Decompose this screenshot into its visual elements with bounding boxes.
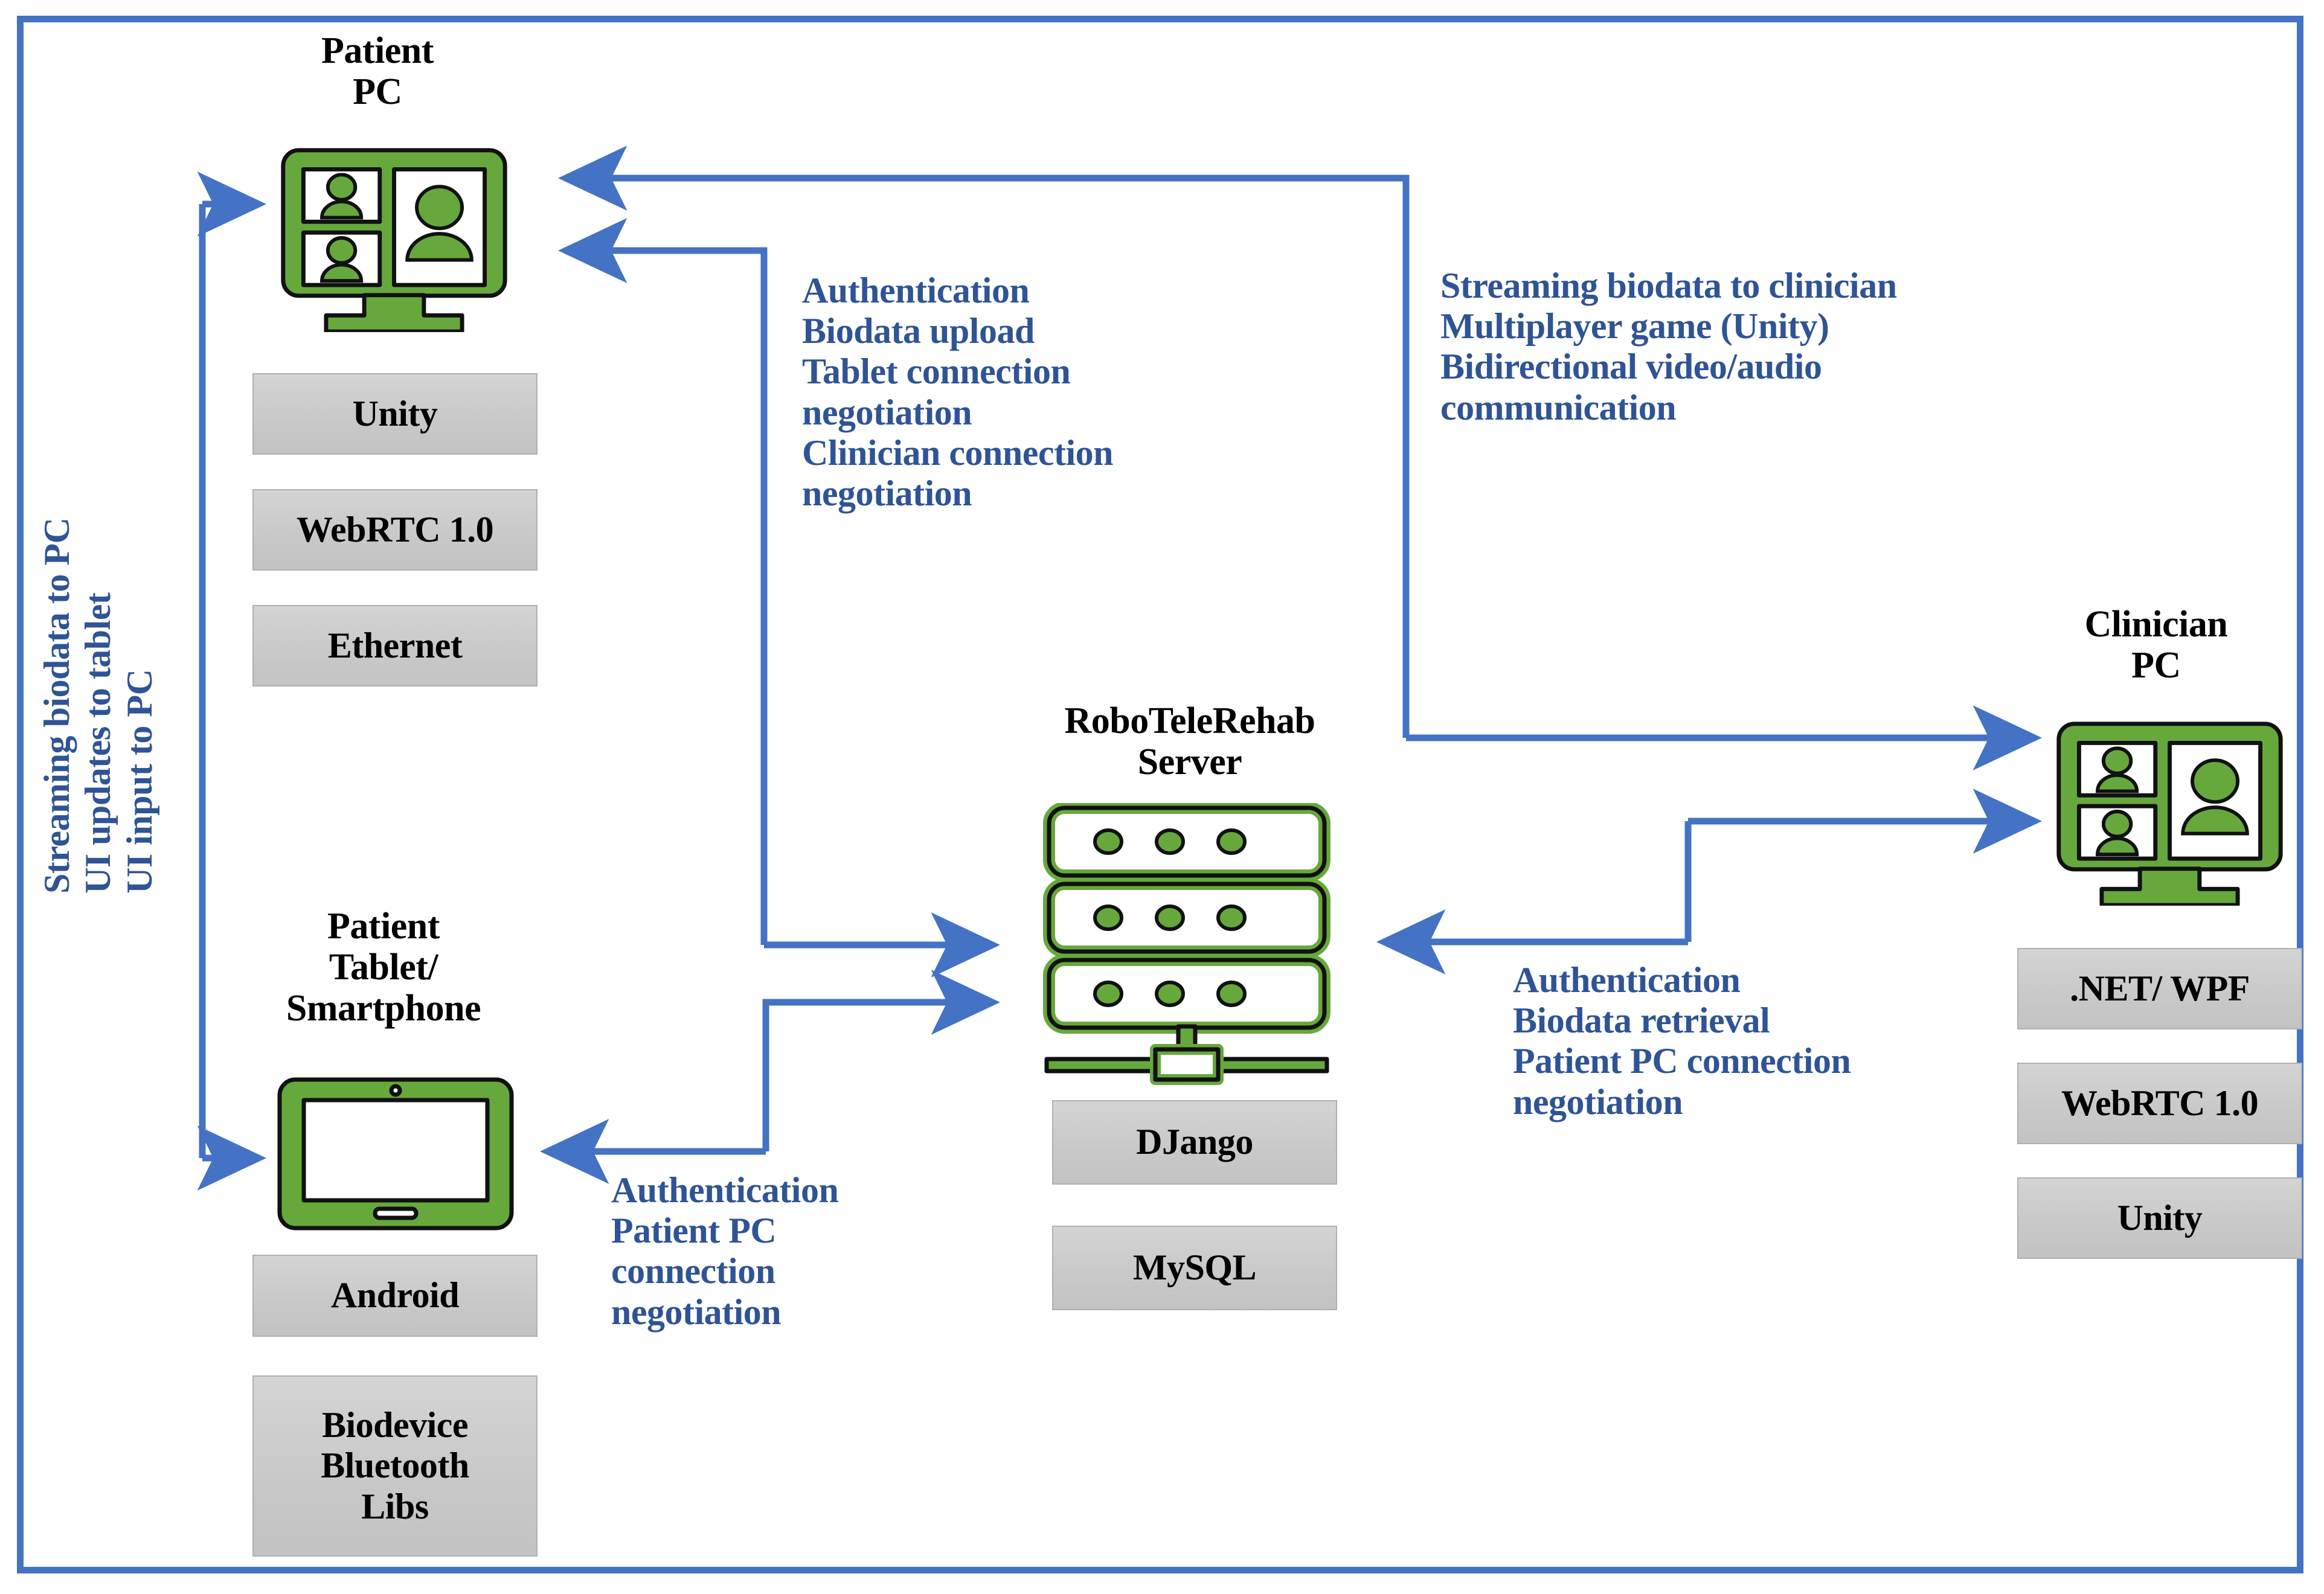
server-stack-item: DJango <box>1052 1100 1337 1185</box>
diagram-border <box>17 16 2303 1573</box>
clinician-pc-stack-item: .NET/ WPF <box>2017 948 2302 1029</box>
note-pc-to-server: Authentication Biodata upload Tablet con… <box>802 270 1114 513</box>
patient-tablet-stack-item: Android <box>252 1255 538 1337</box>
patient-pc-stack-item: Ethernet <box>252 605 538 687</box>
server-title: RoboTeleRehab Server <box>1064 700 1315 783</box>
note-tablet-to-server: Authentication Patient PC connection neg… <box>611 1170 839 1332</box>
note-clinician-to-server: Authentication Biodata retrieval Patient… <box>1513 960 1851 1122</box>
tablet-device-icon <box>275 1075 516 1233</box>
note-pc-to-clinician: Streaming biodata to clinician Multiplay… <box>1440 266 1897 427</box>
patient-pc-stack-item: Unity <box>252 373 538 455</box>
server-rack-icon <box>1036 803 1338 1087</box>
desktop-monitor-videocall-icon <box>2050 719 2289 906</box>
clinician-pc-stack-item: Unity <box>2017 1177 2302 1259</box>
desktop-monitor-videocall-icon <box>275 145 513 332</box>
clinician-pc-title: Clinician PC <box>2084 604 2228 687</box>
patient-pc-title: Patient PC <box>321 30 434 113</box>
patient-pc-stack-item: WebRTC 1.0 <box>252 489 538 571</box>
note-tablet-to-pc: Streaming biodata to PC UI updates to ta… <box>37 517 159 894</box>
clinician-pc-stack-item: WebRTC 1.0 <box>2017 1063 2302 1144</box>
patient-tablet-title: Patient Tablet/ Smartphone <box>286 906 481 1029</box>
patient-tablet-stack-item: Biodevice Bluetooth Libs <box>252 1375 538 1557</box>
server-stack-item: MySQL <box>1052 1226 1337 1310</box>
